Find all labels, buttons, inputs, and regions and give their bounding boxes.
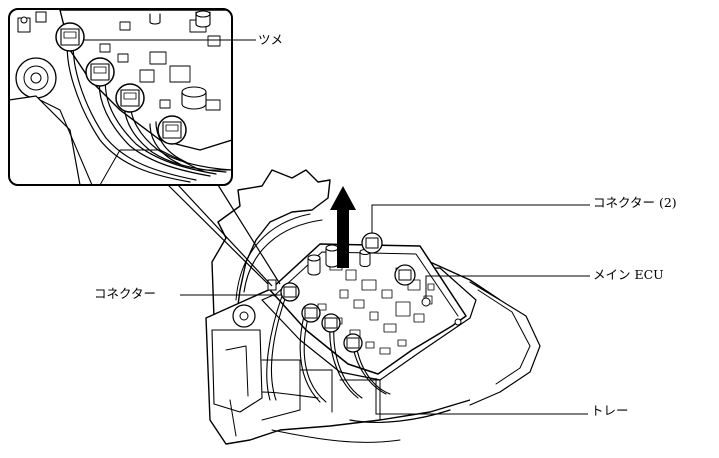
label-main-ecu: メイン ECU: [593, 267, 664, 282]
leader-lines: [84, 39, 590, 415]
board-connectors: [280, 232, 416, 353]
inset-pointer-lines: [167, 184, 281, 287]
leader-main-ecu: [425, 275, 590, 298]
label-tray: トレー: [591, 403, 629, 418]
ecu-screw: [421, 297, 431, 307]
label-connector: コネクター: [94, 286, 157, 301]
housing-rim-right: [469, 281, 541, 406]
leader-connector-2: [371, 204, 590, 233]
inset-detail-view: [8, 8, 233, 186]
inset-frame: [8, 8, 233, 186]
side-connector: [267, 279, 277, 291]
lift-arrow: [330, 186, 356, 268]
wire-harness: [261, 295, 391, 403]
label-tsume: ツメ: [258, 32, 284, 47]
label-connector-2: コネクター (2): [593, 195, 677, 210]
main-assembly: [205, 169, 541, 445]
capacitors: [307, 244, 371, 276]
leader-tray: [375, 378, 588, 415]
